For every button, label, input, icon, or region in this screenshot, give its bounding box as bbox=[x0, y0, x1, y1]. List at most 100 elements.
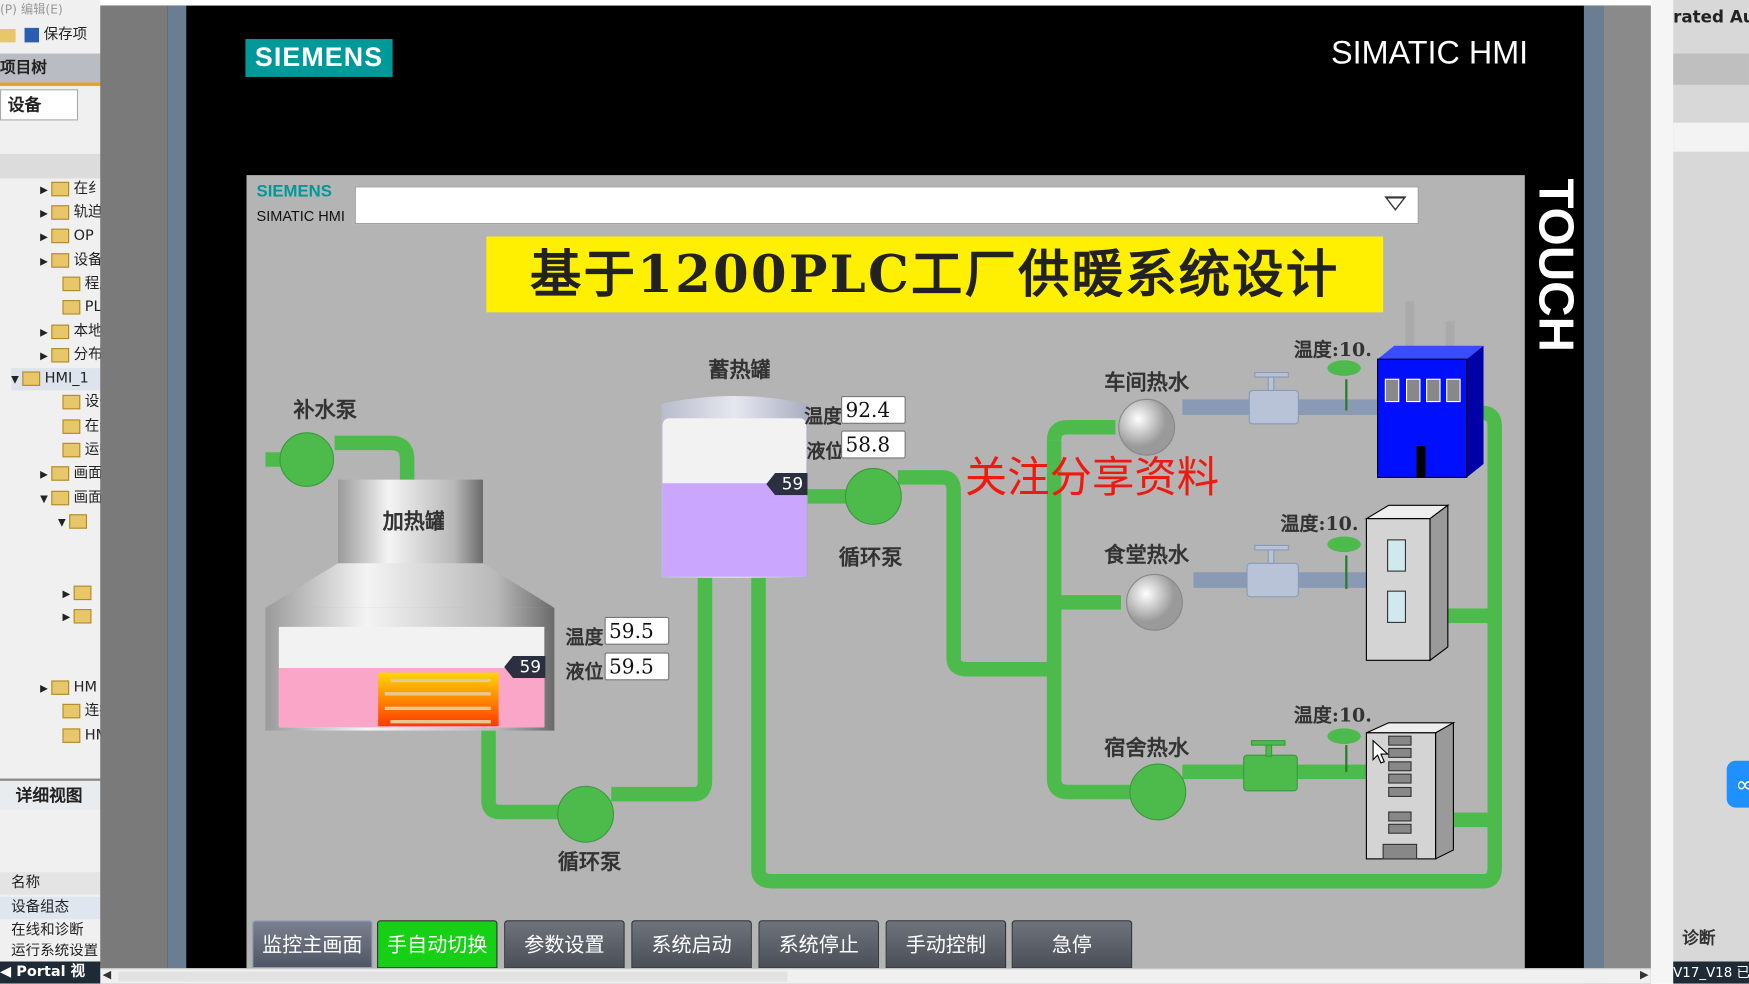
valve-icon[interactable] bbox=[1248, 371, 1299, 425]
chevron-right-icon[interactable]: ▶ bbox=[62, 612, 71, 624]
circulation-pump-2-icon[interactable] bbox=[557, 785, 615, 843]
tree-item[interactable]: ▶本地 bbox=[40, 321, 100, 343]
tree-item[interactable]: ▼HMI_1 bbox=[11, 368, 101, 391]
storage-level-field[interactable]: 58.8 bbox=[841, 430, 906, 459]
storage-level-label: 液位 bbox=[806, 440, 842, 463]
menu-bar[interactable]: (P) 编辑(E) bbox=[0, 2, 63, 17]
tree-item[interactable]: ▶ bbox=[62, 582, 95, 604]
nav-button-auto-manual[interactable]: 手自动切换 bbox=[377, 920, 498, 969]
workshop-pump-icon[interactable] bbox=[1118, 398, 1176, 456]
detail-row[interactable]: 运行系统设置 bbox=[11, 943, 99, 960]
save-project-button[interactable]: 保存项 bbox=[0, 22, 87, 49]
tree-item[interactable]: 运行 bbox=[51, 439, 100, 461]
tree-item[interactable]: 设备 bbox=[51, 392, 100, 414]
nav-button-manual-control[interactable]: 手动控制 bbox=[885, 920, 1007, 969]
chevron-right-icon[interactable]: ▶ bbox=[40, 351, 48, 363]
tree-item-label: HM bbox=[73, 679, 98, 697]
arrow-left-icon[interactable]: ◀ bbox=[102, 969, 112, 982]
storage-level-bar-tag: 59 bbox=[766, 472, 808, 496]
tree-item[interactable]: 连接 bbox=[51, 700, 100, 722]
page-title: 基于1200PLC工厂供暖系统设计 bbox=[486, 236, 1384, 313]
canteen-pump-icon[interactable] bbox=[1126, 573, 1183, 631]
circulation-pump-2-label: 循环泵 bbox=[557, 849, 622, 875]
tree-item[interactable]: ▶ 设备 bbox=[40, 250, 100, 272]
tree-item[interactable]: 在线 bbox=[51, 416, 100, 438]
heater-temp-label: 温度 bbox=[565, 626, 604, 650]
pipe bbox=[1046, 419, 1116, 442]
scrollbar-thumb[interactable] bbox=[118, 971, 788, 982]
dorm-pump-icon[interactable] bbox=[1129, 763, 1187, 821]
tree-item[interactable]: ▶分布 bbox=[40, 345, 100, 367]
tab-devices[interactable]: 设备 bbox=[0, 89, 79, 121]
portal-view-button[interactable]: ◀ Portal 视 bbox=[0, 961, 101, 984]
heater-level-bar-tag: 59 bbox=[504, 655, 546, 679]
tree-item[interactable]: PLC bbox=[51, 297, 100, 319]
window-title-fragment: rated Aut bbox=[1673, 6, 1749, 27]
pipe bbox=[334, 435, 415, 482]
heater-level-field[interactable]: 59.5 bbox=[604, 652, 670, 681]
tree-item[interactable]: ▶ 在纟 bbox=[40, 178, 100, 200]
detail-row[interactable]: 在线和诊断 bbox=[11, 922, 84, 940]
tree-item[interactable]: ▶ HM bbox=[40, 677, 97, 699]
column-name[interactable]: 名称 bbox=[0, 872, 101, 895]
version-status: V17_V18 已 bbox=[1673, 961, 1749, 984]
chevron-right-icon[interactable]: ▶ bbox=[40, 469, 48, 481]
nav-button-system-stop[interactable]: 系统停止 bbox=[758, 920, 879, 969]
tree-item-label: 程序 bbox=[84, 275, 101, 293]
tree-item[interactable]: ▶轨迫 bbox=[40, 202, 100, 224]
chevron-right-icon[interactable]: ▶ bbox=[40, 232, 48, 244]
heater-temperature-field[interactable]: 59.5 bbox=[604, 616, 670, 645]
detail-view-label: 详细视图 bbox=[15, 785, 83, 806]
nav-button-system-start[interactable]: 系统启动 bbox=[631, 920, 752, 969]
detail-view-header[interactable]: 详细视图 bbox=[0, 778, 101, 810]
tree-item-label: 设备 bbox=[73, 252, 101, 269]
storage-temperature-field[interactable]: 92.4 bbox=[841, 395, 906, 424]
chevron-down-icon[interactable]: ▼ bbox=[58, 517, 66, 529]
valve-icon[interactable] bbox=[1246, 544, 1299, 598]
folder-icon bbox=[51, 680, 70, 695]
tree-item-label: 在纟 bbox=[73, 180, 101, 198]
diagnostics-tab[interactable]: 诊断 bbox=[1682, 928, 1716, 949]
chevron-down-icon[interactable]: ▼ bbox=[40, 494, 48, 506]
nav-button-parameters[interactable]: 参数设置 bbox=[504, 920, 625, 969]
folder-icon bbox=[51, 228, 70, 244]
chevron-down-icon[interactable]: ▼ bbox=[11, 374, 19, 386]
tree-item[interactable]: HM bbox=[51, 725, 100, 747]
chevron-down-icon[interactable] bbox=[1384, 196, 1407, 211]
nav-button-monitor-main[interactable]: 监控主画面 bbox=[252, 920, 373, 969]
tree-item-label: 在线 bbox=[84, 418, 101, 436]
chevron-right-icon[interactable]: ▶ bbox=[40, 683, 48, 695]
dorm-building-icon bbox=[1365, 721, 1456, 860]
tree-item[interactable]: ▶ bbox=[62, 606, 95, 628]
alarm-dropdown[interactable] bbox=[354, 186, 1419, 225]
circulation-pump-1-icon[interactable] bbox=[844, 467, 902, 525]
canteen-building-icon bbox=[1364, 504, 1450, 662]
tree-item[interactable]: ▶OP bbox=[40, 225, 94, 247]
tree-item-label: PLC bbox=[84, 298, 101, 316]
tree-item[interactable]: ▼ 画面 bbox=[40, 487, 100, 509]
chevron-right-icon[interactable]: ▶ bbox=[40, 327, 48, 340]
chevron-right-icon[interactable]: ▶ bbox=[40, 208, 48, 220]
touch-label: TOUCH bbox=[1528, 178, 1583, 353]
folder-icon bbox=[62, 394, 81, 410]
tree-item[interactable]: ▶画面 bbox=[40, 463, 100, 485]
toolbar bbox=[1673, 53, 1749, 85]
folder-icon bbox=[51, 253, 70, 268]
chevron-right-icon[interactable]: ▶ bbox=[62, 588, 71, 601]
tree-item-label: 画面 bbox=[73, 489, 101, 507]
detail-row[interactable]: 设备组态 bbox=[0, 896, 101, 920]
chevron-right-icon[interactable]: ▶ bbox=[40, 256, 48, 268]
link-icon[interactable]: ∞ bbox=[1726, 760, 1749, 808]
nav-button-emergency-stop[interactable]: 急停 bbox=[1011, 920, 1133, 969]
folder-icon bbox=[62, 300, 81, 315]
chevron-right-icon[interactable]: ▶ bbox=[40, 185, 48, 197]
makeup-pump-icon[interactable] bbox=[279, 432, 335, 487]
toolbar bbox=[1673, 122, 1749, 152]
arrow-right-icon[interactable]: ▶ bbox=[1640, 969, 1649, 982]
tree-item[interactable]: ▼ bbox=[58, 511, 91, 533]
valve-icon[interactable] bbox=[1243, 740, 1298, 792]
scrollbar-vertical[interactable] bbox=[1650, 0, 1674, 984]
scrollbar-horizontal[interactable]: ◀ ▶ bbox=[100, 968, 1651, 984]
tree-item[interactable]: 程序 bbox=[51, 273, 100, 295]
